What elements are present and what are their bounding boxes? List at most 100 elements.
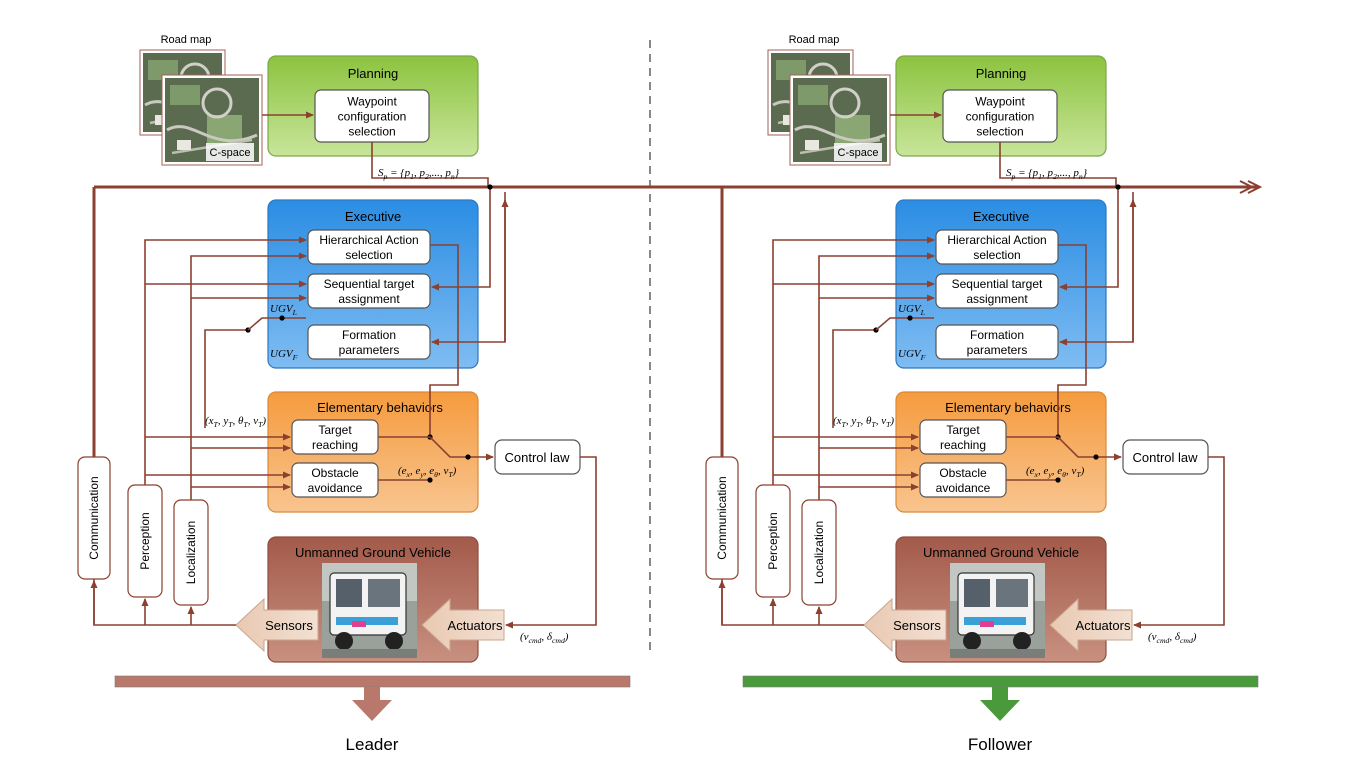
action-selection-output	[1057, 244, 1087, 437]
ugv-title: Unmanned Ground Vehicle	[923, 545, 1079, 560]
vehicle-photo	[322, 563, 417, 658]
road-map-label: Road map	[161, 34, 212, 46]
junction-dot	[1115, 184, 1121, 190]
control-to-actuators	[1133, 456, 1225, 629]
side-module-label: Localization	[184, 521, 198, 584]
behavior-to-control-law	[378, 436, 494, 461]
junction-dot	[427, 477, 433, 483]
obstacle-avoidance-label: avoidance	[308, 481, 363, 495]
leader-output-bar	[114, 675, 631, 721]
control-law: Control law	[494, 439, 581, 475]
sensors-return-line	[721, 579, 864, 626]
junction-dot	[279, 315, 285, 321]
junction-dot	[487, 184, 493, 190]
hierarchical-action-selection-box	[307, 229, 431, 265]
actuators-arrow-label: Actuators	[448, 618, 503, 633]
waypoint-configuration-selection-label: selection	[976, 125, 1023, 139]
side-module-communication: Communication	[705, 456, 739, 580]
sequential-target-assignment-label: assignment	[966, 292, 1028, 306]
control-law-label: Control law	[504, 450, 570, 465]
hierarchical-action-selection-label: Hierarchical Action	[319, 233, 418, 247]
side-module-perception: Perception	[755, 484, 791, 598]
target-state-label: (xT, yT, θT, vT)	[205, 415, 266, 429]
formation-parameters-label: parameters	[967, 343, 1028, 357]
side-module-perception: Perception	[127, 484, 163, 598]
ugv-title: Unmanned Ground Vehicle	[295, 545, 451, 560]
waypoint-configuration-selection-label: configuration	[966, 110, 1035, 124]
actuators-arrow: Actuators	[1049, 597, 1133, 653]
planning-title: Planning	[976, 66, 1027, 81]
ugv-l-label: UGVL	[898, 303, 925, 317]
waypoints-label: Sp = {p1, p2,..., pn}	[1006, 167, 1088, 181]
actuators-arrow-label: Actuators	[1076, 618, 1131, 633]
formation-parameters-label: Formation	[970, 328, 1024, 342]
leader-caption: Leader	[346, 735, 399, 754]
formation-parameters-label: parameters	[339, 343, 400, 357]
command-label: (vcmd, δcmd)	[520, 631, 569, 645]
junction-dot	[907, 315, 913, 321]
planning-title: Planning	[348, 66, 399, 81]
sensors-return-line	[93, 579, 236, 626]
c-space-label: C-space	[838, 147, 879, 159]
road-map-label: Road map	[789, 34, 840, 46]
bus-to-target-assignment	[431, 187, 491, 291]
control-to-actuators	[505, 456, 597, 629]
junction-dot	[1093, 454, 1099, 460]
localization-to-action-selection	[190, 252, 307, 500]
obstacle-avoidance-label: avoidance	[936, 481, 991, 495]
sensors-arrow-label: Sensors	[893, 618, 941, 633]
sequential-target-assignment-label: Sequential target	[324, 277, 415, 291]
sequential-target-assignment-label: assignment	[338, 292, 400, 306]
side-module-localization: Localization	[801, 499, 837, 606]
side-module-label: Communication	[715, 476, 729, 559]
waypoints-label: Sp = {p1, p2,..., pn}	[378, 167, 460, 181]
sequential-target-assignment-box	[307, 273, 431, 309]
target-reaching-label: reaching	[312, 438, 358, 452]
elementary-behaviors-title: Elementary behaviors	[317, 400, 443, 415]
waypoint-configuration-selection-label: Waypoint	[347, 95, 397, 109]
target-state-feed	[204, 329, 248, 428]
errors-label: (ex, ey, eθ, vT)	[1026, 465, 1085, 479]
ugv-switch	[875, 317, 934, 331]
communication-bus	[94, 180, 1263, 194]
waypoints-path	[371, 142, 489, 187]
hierarchical-action-selection-label: selection	[973, 248, 1020, 262]
hierarchical-action-selection-label: selection	[345, 248, 392, 262]
ugv-f-label: UGVF	[898, 348, 926, 362]
c-space-label: C-space	[210, 147, 251, 159]
sensors-arrow: Sensors	[235, 597, 319, 653]
side-module-label: Perception	[766, 512, 780, 569]
hierarchical-action-selection-box	[935, 229, 1059, 265]
ugv-l-label: UGVL	[270, 303, 297, 317]
waypoint-configuration-selection-label: selection	[348, 125, 395, 139]
control-law-label: Control law	[1132, 450, 1198, 465]
perception-to-action-selection	[144, 236, 307, 485]
side-module-label: Communication	[87, 476, 101, 559]
perception-to-action-selection	[772, 236, 935, 485]
errors-label: (ex, ey, eθ, vT)	[398, 465, 457, 479]
junction-dot	[1055, 477, 1061, 483]
side-module-localization: Localization	[173, 499, 209, 606]
follower-caption: Follower	[968, 735, 1033, 754]
target-reaching-label: reaching	[940, 438, 986, 452]
action-selection-output	[429, 244, 459, 437]
waypoints-path	[999, 142, 1117, 187]
waypoint-configuration-selection-label: configuration	[338, 110, 407, 124]
executive-title: Executive	[345, 209, 401, 224]
formation-parameters-box	[935, 324, 1059, 360]
ugv-f-label: UGVF	[270, 348, 298, 362]
executive-title: Executive	[973, 209, 1029, 224]
sensors-arrow-label: Sensors	[265, 618, 313, 633]
command-label: (vcmd, δcmd)	[1148, 631, 1197, 645]
